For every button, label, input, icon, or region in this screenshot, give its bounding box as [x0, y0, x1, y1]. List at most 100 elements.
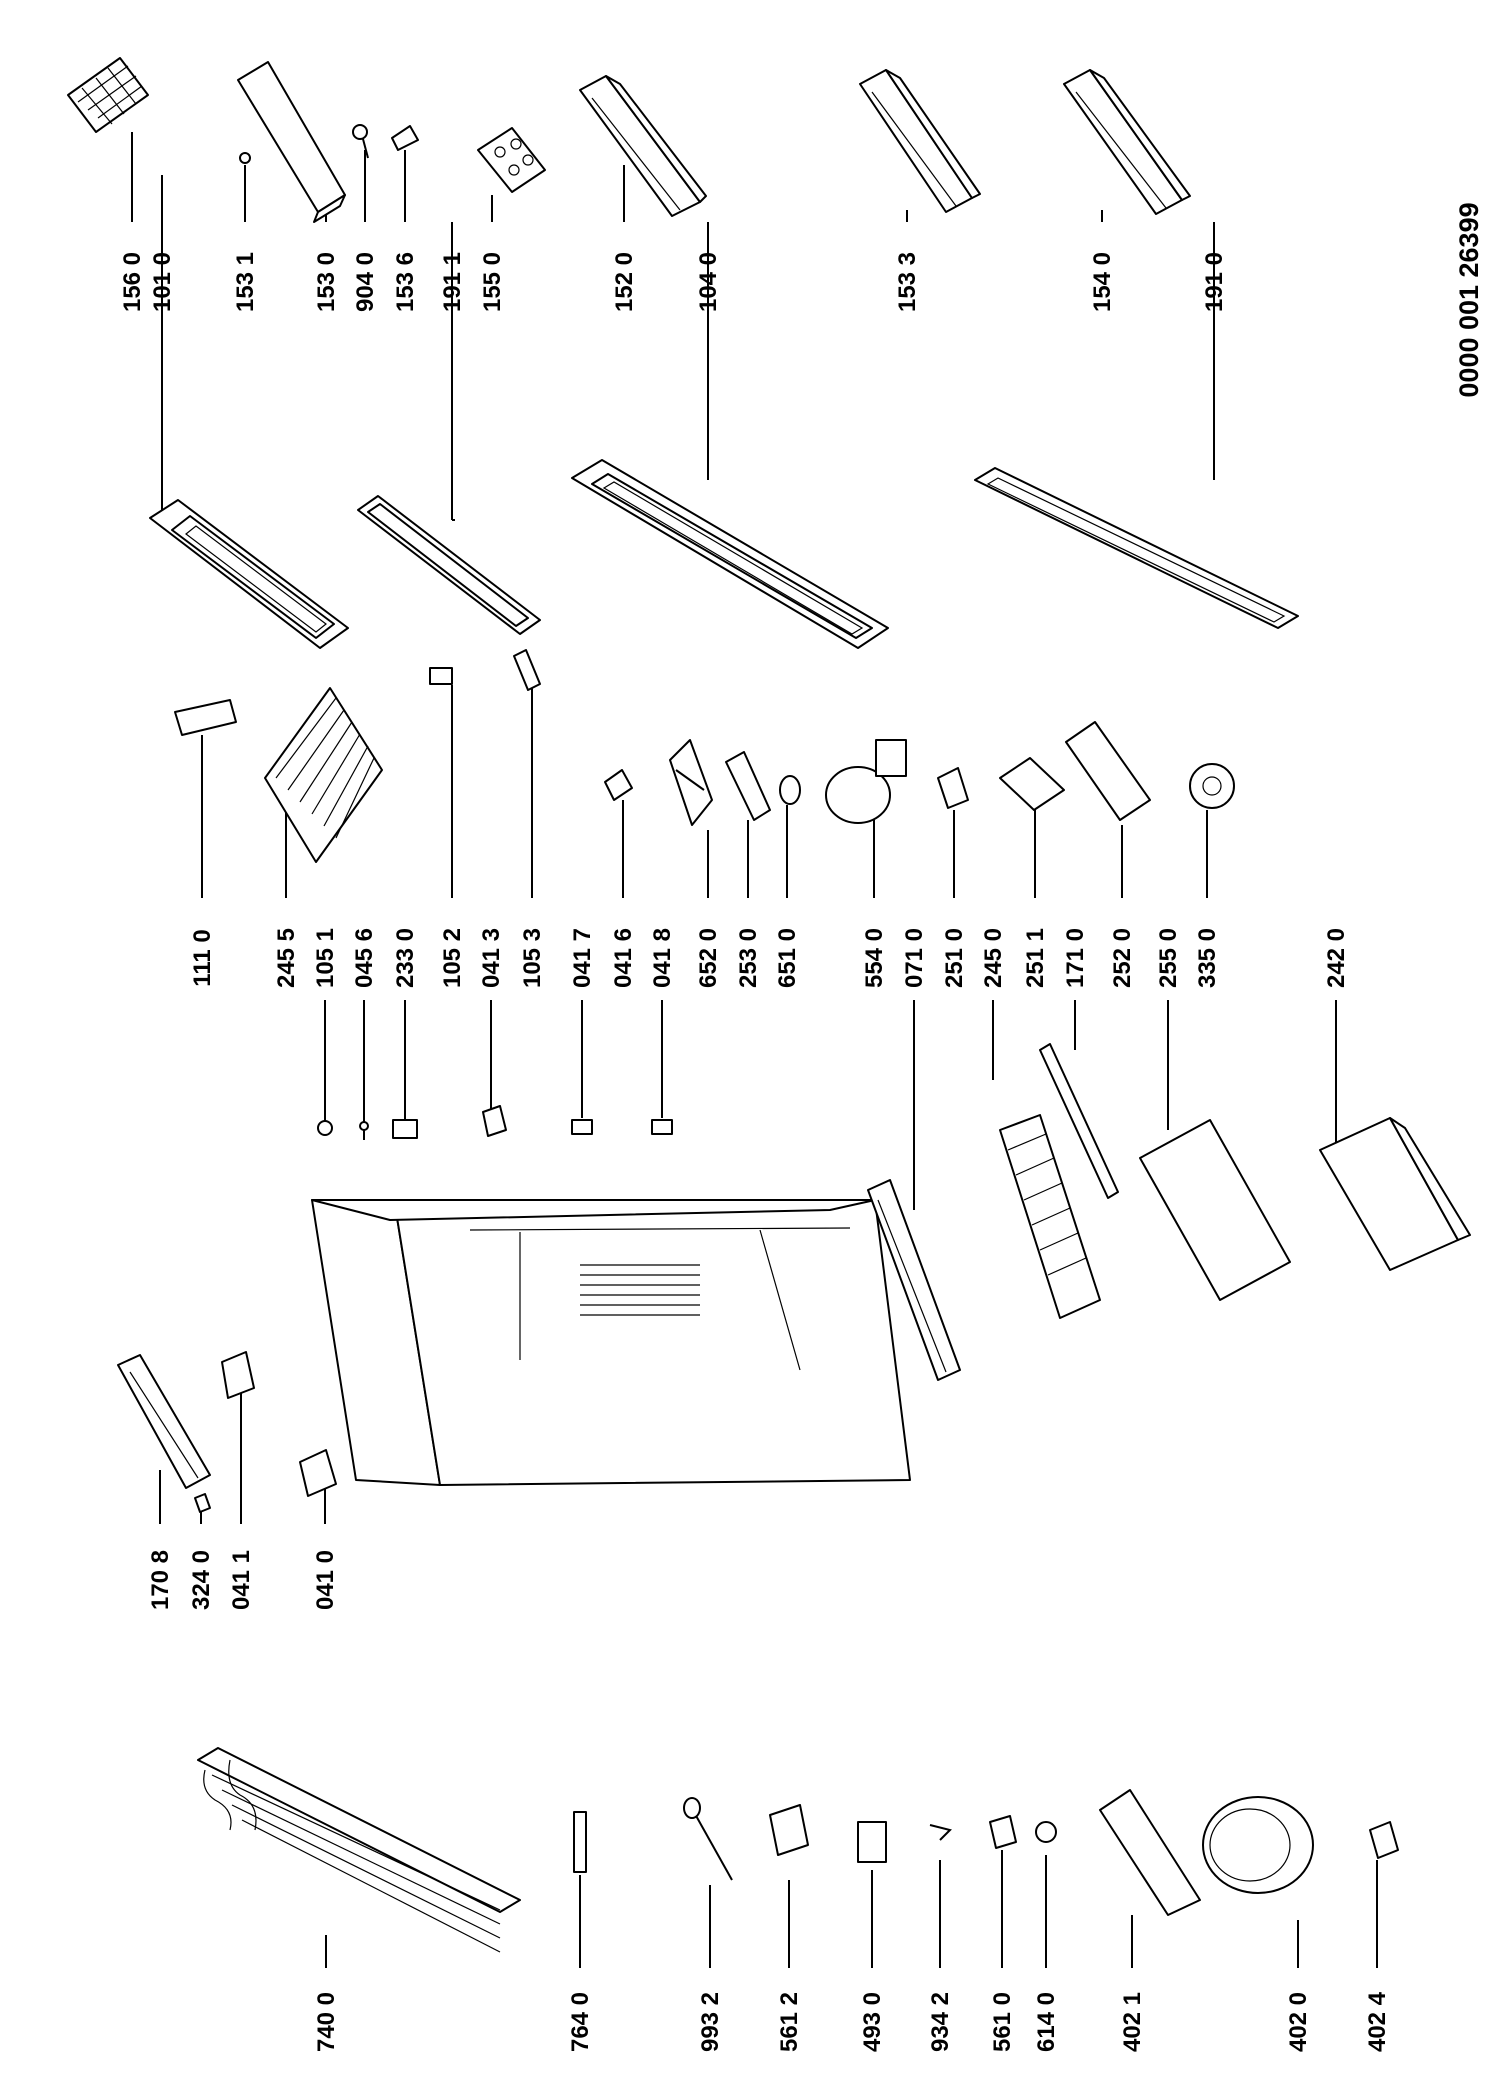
callout-label-5540: 554 0 — [861, 928, 888, 988]
callout-label-2511: 251 1 — [1022, 928, 1049, 988]
screw-1531 — [239, 152, 251, 164]
callout-labels: 156 0 101 0 153 1 153 0 904 0 153 6 191 … — [119, 252, 1391, 2052]
callout-label-1052: 105 2 — [439, 928, 466, 988]
clip-5610 — [989, 1815, 1017, 1849]
clip-1536 — [391, 125, 419, 151]
bracket-5612 — [769, 1804, 809, 1856]
bracket-1052 — [429, 667, 453, 685]
grille-0710 — [867, 1179, 961, 1381]
hinge-1110 — [174, 699, 237, 736]
fan-5540 — [825, 739, 907, 824]
cover-2520 — [1065, 721, 1151, 821]
callout-label-2520: 252 0 — [1109, 928, 1136, 988]
sensor-9932 — [683, 1797, 733, 1881]
callout-label-1520: 152 0 — [611, 252, 638, 312]
wire-9342 — [929, 1824, 952, 1841]
clip-4024 — [1369, 1821, 1399, 1859]
callout-label-2330: 233 0 — [392, 928, 419, 988]
screw-1051 — [317, 1120, 333, 1136]
callout-label-6520: 652 0 — [695, 928, 722, 988]
door-bin-1533 — [859, 69, 981, 213]
grommet-6140 — [1035, 1821, 1057, 1843]
freezer-door-1010 — [149, 499, 349, 649]
callout-label-0413: 041 3 — [478, 928, 505, 988]
thermostat-6520 — [669, 739, 713, 826]
callout-label-2420: 242 0 — [1323, 928, 1350, 988]
compressor-4020 — [1202, 1796, 1314, 1894]
callout-label-1530: 153 0 — [313, 252, 340, 312]
refrigerator-cabinet — [311, 1199, 911, 1486]
door-bin-1540 — [1063, 69, 1191, 215]
callout-label-1536: 153 6 — [392, 252, 419, 312]
callout-label-2455: 245 5 — [273, 928, 300, 988]
door-shelf-1530 — [237, 61, 346, 223]
callout-label-1533: 153 3 — [894, 252, 921, 312]
callout-label-2530: 253 0 — [735, 928, 762, 988]
hinge-1708 — [117, 1354, 211, 1489]
callout-label-2510: 251 0 — [941, 928, 968, 988]
door-gasket-1910 — [974, 467, 1299, 629]
callout-label-9932: 993 2 — [697, 1992, 724, 2052]
egg-tray-1550 — [477, 127, 546, 193]
door-bin-1520 — [579, 75, 707, 217]
strip-1710 — [1039, 1043, 1119, 1199]
callout-label-1710: 171 0 — [1062, 928, 1089, 988]
box-2511 — [999, 757, 1065, 811]
lamp-6510 — [779, 775, 801, 805]
glass-shelf-2550 — [1139, 1119, 1291, 1301]
spacer-3240 — [194, 1493, 211, 1513]
leader-lines — [131, 132, 1378, 1968]
callout-label-1053: 105 3 — [519, 928, 546, 988]
hinge-pin-9040 — [352, 124, 369, 159]
foot-3350 — [1189, 763, 1235, 809]
crisper-2420 — [1319, 1117, 1471, 1271]
knob-2530 — [725, 751, 771, 821]
pin-0456 — [359, 1121, 369, 1140]
strip-1053 — [513, 649, 541, 691]
callout-label-9040: 904 0 — [352, 252, 379, 312]
clip-0416 — [604, 769, 633, 801]
callout-label-0411: 041 1 — [228, 1550, 255, 1610]
bracket-2330 — [392, 1119, 418, 1139]
callout-label-0410: 041 0 — [312, 1550, 339, 1610]
bracket-0417 — [571, 1119, 593, 1135]
callout-label-4024: 402 4 — [1364, 1991, 1391, 2052]
tray-4021 — [1099, 1789, 1201, 1916]
ice-cube-tray — [67, 57, 149, 133]
callout-label-1531: 153 1 — [232, 252, 259, 312]
callout-label-2450: 245 0 — [980, 928, 1007, 988]
hinge-0413 — [482, 1105, 507, 1137]
callout-label-4020: 402 0 — [1285, 1992, 1312, 2052]
callout-label-1708: 170 8 — [147, 1550, 174, 1610]
callout-label-1110: 111 0 — [189, 929, 216, 986]
condenser-7400 — [197, 1747, 521, 1953]
hinge-0410 — [299, 1449, 337, 1497]
clip-2510 — [937, 767, 969, 809]
callout-label-0418: 041 8 — [649, 928, 676, 988]
callout-label-1550: 155 0 — [479, 252, 506, 312]
callout-label-4021: 402 1 — [1119, 1992, 1146, 2052]
door-gasket-1911 — [357, 495, 541, 635]
wire-shelf-2450 — [999, 1114, 1101, 1319]
callout-label-3350: 335 0 — [1194, 928, 1221, 988]
callout-label-0710: 071 0 — [901, 928, 928, 988]
block-4930 — [857, 1821, 887, 1863]
callout-label-4930: 493 0 — [859, 1992, 886, 2052]
callout-label-0417: 041 7 — [569, 928, 596, 988]
callout-label-1560: 156 0 — [119, 252, 146, 312]
callout-label-2550: 255 0 — [1155, 928, 1182, 988]
callout-label-6140: 614 0 — [1033, 1992, 1060, 2052]
callout-label-3240: 324 0 — [188, 1550, 215, 1610]
callout-label-7640: 764 0 — [567, 1992, 594, 2052]
hinge-0411 — [221, 1351, 255, 1399]
glass-shelf-2455 — [264, 687, 383, 863]
callout-label-0416: 041 6 — [610, 928, 637, 988]
callout-label-6510: 651 0 — [774, 928, 801, 988]
fridge-door-1040 — [571, 459, 889, 649]
callout-label-1540: 154 0 — [1089, 252, 1116, 312]
callout-label-7400: 740 0 — [313, 1992, 340, 2052]
tube-7640 — [573, 1811, 587, 1873]
bracket-0418 — [651, 1119, 673, 1135]
callout-label-1051: 105 1 — [312, 928, 339, 988]
